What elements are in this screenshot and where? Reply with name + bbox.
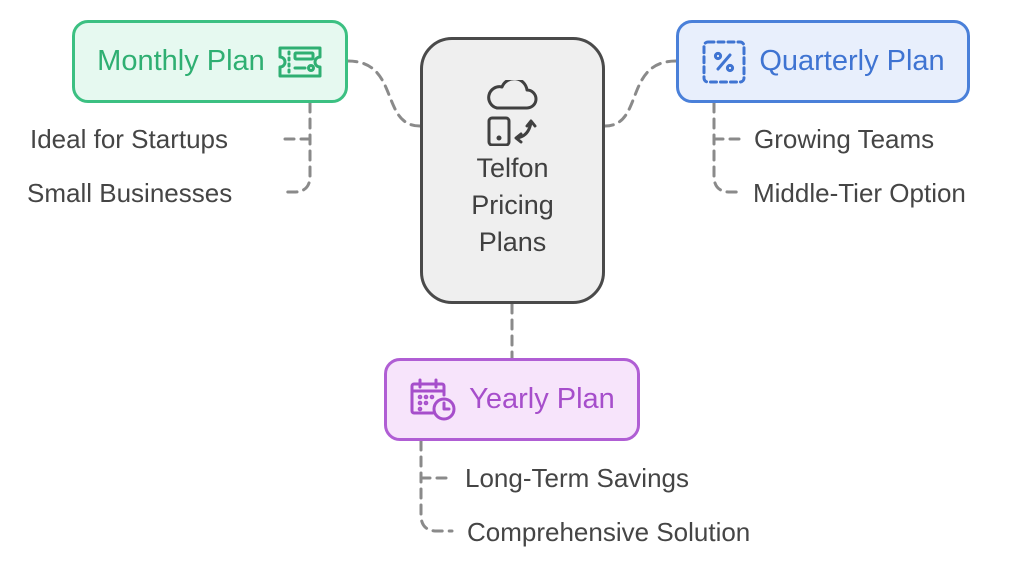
yearly-plan-node[interactable]: Yearly Plan	[384, 358, 640, 441]
ticket-icon	[277, 45, 323, 79]
monthly-item-small-businesses: Small Businesses	[27, 178, 233, 208]
connector-yearly-items	[419, 439, 454, 533]
monthly-plan-node[interactable]: Monthly Plan	[72, 20, 348, 103]
quarterly-plan-title: Quarterly Plan	[759, 45, 945, 77]
connector-quarterly-items	[712, 101, 744, 194]
center-title-line-2: Pricing	[471, 190, 554, 220]
connector-monthly-center	[346, 59, 422, 128]
monthly-plan-title: Monthly Plan	[97, 45, 265, 77]
percent-badge-icon	[701, 39, 747, 85]
cloud-device-sync-icon	[483, 80, 543, 146]
quarterly-item-growing-teams: Growing Teams	[754, 124, 935, 154]
quarterly-item-middle-tier-option: Middle-Tier Option	[753, 178, 966, 208]
quarterly-plan-node[interactable]: Quarterly Plan	[676, 20, 970, 103]
center-title-line-1: Telfon	[476, 153, 549, 183]
yearly-plan-title: Yearly Plan	[469, 383, 615, 415]
yearly-item-comprehensive-solution: Comprehensive Solution	[467, 517, 751, 547]
calendar-clock-icon	[409, 377, 457, 423]
monthly-item-ideal-for-startups: Ideal for Startups	[30, 124, 228, 154]
connector-monthly-items	[280, 101, 312, 194]
center-node[interactable]: Telfon Pricing Plans	[420, 37, 605, 304]
center-title: Telfon Pricing Plans	[471, 150, 554, 261]
yearly-item-long-term-savings: Long-Term Savings	[465, 463, 689, 493]
connector-quarterly-center	[603, 59, 678, 128]
center-title-line-3: Plans	[478, 227, 547, 257]
